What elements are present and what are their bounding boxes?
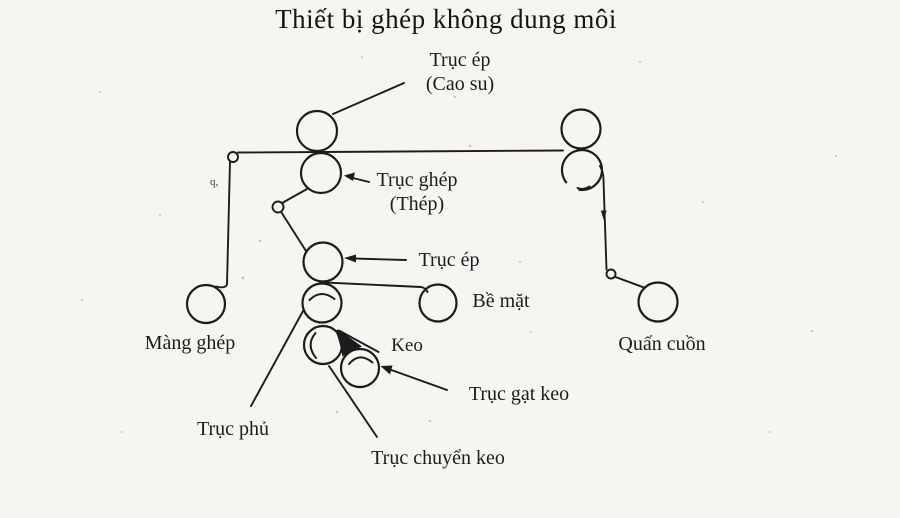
guide-roller-right xyxy=(605,268,617,280)
label-doctor-roller: Trục gạt keo xyxy=(468,383,570,405)
leader-coating-roller xyxy=(250,310,304,407)
roller-coating xyxy=(301,282,343,324)
roller-coating-shading-arc xyxy=(308,293,336,301)
web-top-line xyxy=(237,149,564,154)
web-left-vertical-line xyxy=(215,161,231,289)
roller-transfer-shading-arc xyxy=(309,332,317,359)
roller-laminating-steel xyxy=(299,151,343,195)
scan-noise xyxy=(81,56,838,433)
roll-rewind xyxy=(637,281,679,323)
label-rewind: Quấn cuồn xyxy=(618,333,706,355)
guide-roller-left xyxy=(227,151,239,163)
roller-press-rubber xyxy=(295,109,339,153)
roller-doctor-shading-arc xyxy=(348,356,374,365)
label-press-rubber: Trục ép (Cao su) xyxy=(426,48,494,96)
leader-transfer-roller xyxy=(328,365,378,438)
web-diagonal-upper-line xyxy=(282,188,308,204)
label-coating-roller: Trục phủ xyxy=(196,418,270,440)
web-direction-arrow xyxy=(600,210,607,220)
guide-roller-middle xyxy=(271,200,285,214)
roller-press-middle xyxy=(302,241,344,283)
scan-stray-mark: q, xyxy=(210,176,219,188)
label-film-unwind: Màng ghép xyxy=(144,332,236,354)
leader-press-middle-arrowhead xyxy=(344,254,356,263)
label-press-rubber-line2: (Cao su) xyxy=(425,73,495,95)
roller-right-bottom-stray-arc xyxy=(576,185,591,190)
glue-tangent-line xyxy=(338,329,380,353)
leader-press-rubber xyxy=(332,82,405,115)
roll-film-unwind xyxy=(185,283,227,325)
label-transfer-roller: Trục chuyển keo xyxy=(371,447,505,469)
web-middle-line xyxy=(324,281,429,293)
leader-doctor-roller-arrowhead xyxy=(380,365,393,375)
roller-right-bottom xyxy=(560,148,604,192)
label-surface: Bề mặt xyxy=(472,290,530,312)
label-laminating-steel: Trục ghép (Thép) xyxy=(377,168,458,216)
label-press-rubber-line1: Trục ép xyxy=(429,49,491,71)
leader-doctor-roller xyxy=(389,368,448,391)
label-laminating-steel-line2: (Thép) xyxy=(389,193,445,215)
roller-doctor xyxy=(339,347,381,389)
label-laminating-steel-line1: Trục ghép xyxy=(376,169,458,191)
label-press-middle: Trục ép xyxy=(418,249,480,271)
roller-right-top xyxy=(560,108,602,150)
roller-surface-substrate xyxy=(418,283,458,323)
web-diagonal-lower-line xyxy=(280,211,307,252)
web-right-bottom-line xyxy=(614,276,645,289)
diagram-title: Thiết bị ghép không dung môi xyxy=(275,4,617,34)
label-glue: Keo xyxy=(391,335,423,356)
glue-wedge xyxy=(335,329,362,357)
leader-press-middle xyxy=(352,257,407,261)
leader-laminating-steel-arrowhead xyxy=(344,172,355,181)
